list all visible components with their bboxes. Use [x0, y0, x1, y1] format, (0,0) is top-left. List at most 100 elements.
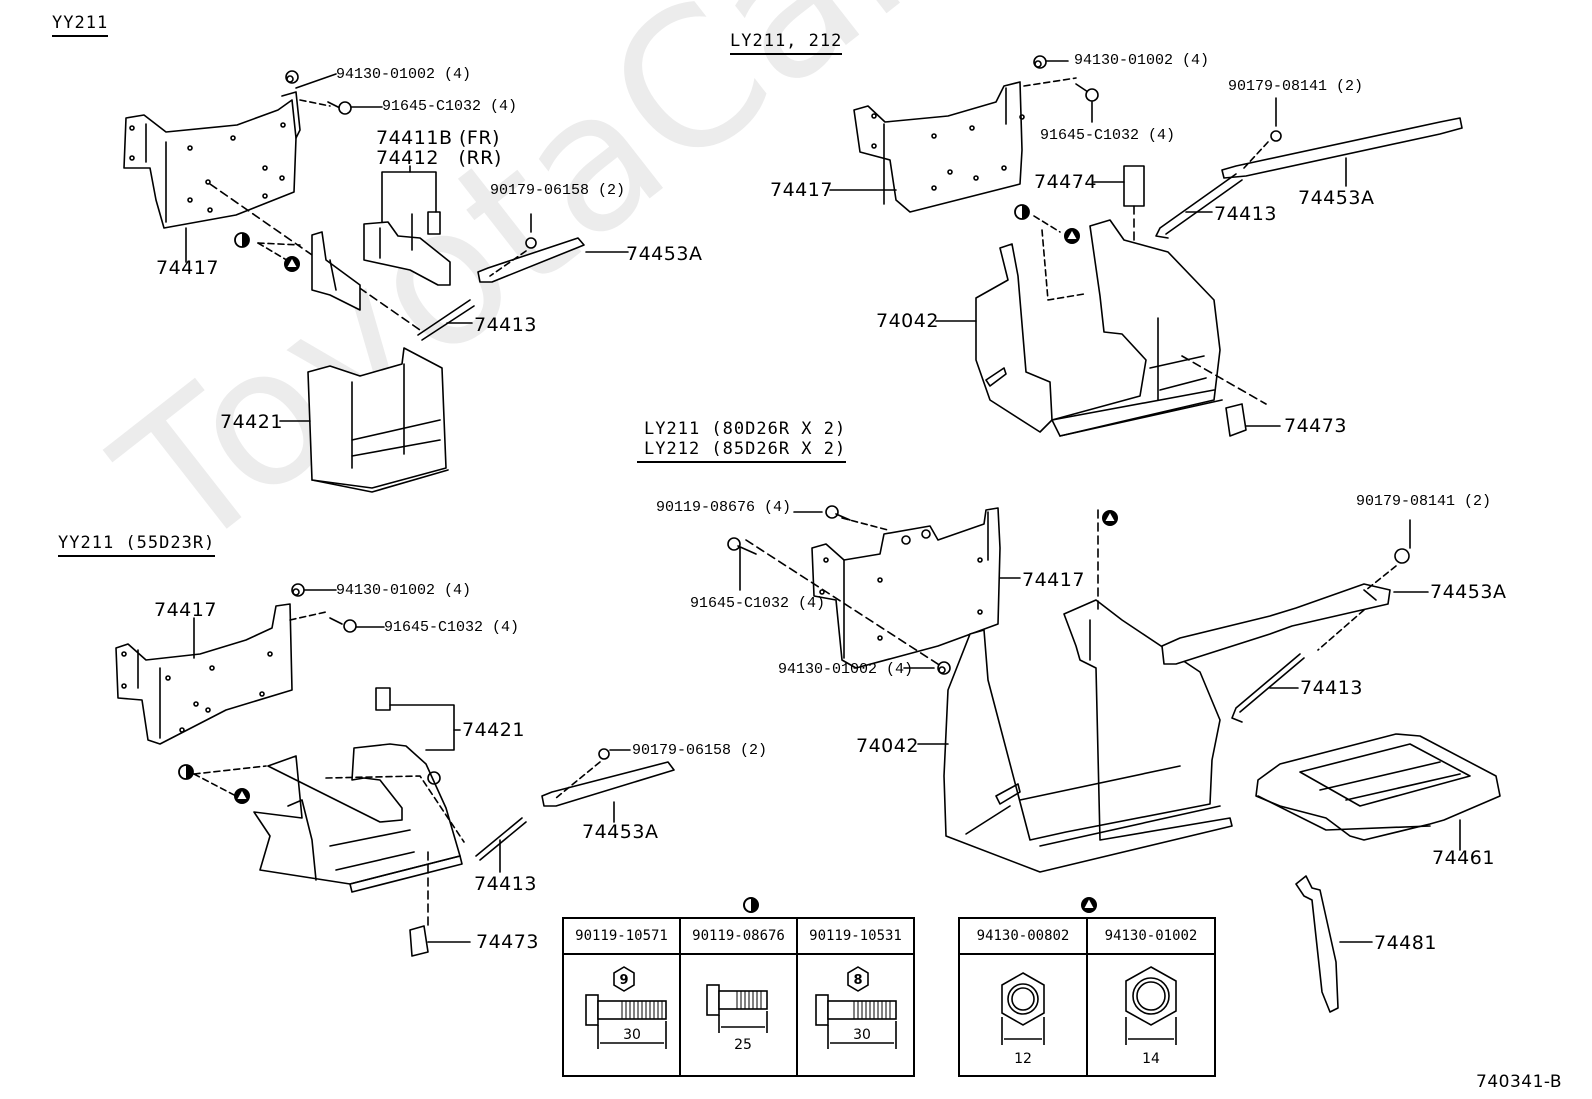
part-label[interactable]: 94130-01002 (4) — [336, 66, 472, 83]
part-label[interactable]: 74453A — [1430, 581, 1507, 603]
bolt-part-number: 90119-10571 — [562, 917, 681, 955]
part-label[interactable]: 74413 — [474, 873, 537, 895]
ly211-insulator-74474 — [1123, 165, 1145, 207]
dual-cover-74461 — [1255, 733, 1501, 841]
nut-icon — [937, 661, 951, 675]
bolt-drawing-cell: 25 — [679, 953, 798, 1077]
part-label[interactable]: 74453A — [582, 821, 659, 843]
part-label[interactable]: 94130-01002 (4) — [336, 582, 472, 599]
part-label[interactable]: 94130-01002 (4) — [778, 661, 914, 678]
part-label[interactable]: 74413 — [1300, 677, 1363, 699]
part-label[interactable]: 74417 — [156, 257, 219, 279]
yy211-55d23r-stopper-74473 — [409, 925, 429, 957]
dual-clip-74481 — [1295, 875, 1339, 1013]
part-label[interactable]: 74042 — [856, 735, 919, 757]
dashed-line — [257, 242, 301, 246]
bolt-length: 30 — [623, 1027, 641, 1043]
part-label[interactable]: 74412 (RR) — [376, 147, 502, 169]
leader-line — [295, 73, 337, 89]
part-label[interactable]: 74413 — [474, 314, 537, 336]
part-label[interactable]: 91645-C1032 (4) — [690, 595, 826, 612]
part-label[interactable]: 74421 — [220, 411, 283, 433]
part-label[interactable]: 90179-06158 (2) — [490, 182, 626, 199]
bolt-icon — [727, 537, 757, 555]
triangle-circle-symbol — [1064, 228, 1080, 244]
ly211-stopper-74473 — [1225, 403, 1247, 437]
yy211-55d23r-clamp-74453a — [541, 748, 675, 807]
part-label[interactable]: 91645-C1032 (4) — [384, 619, 520, 636]
ly211-tray-74042 — [975, 219, 1223, 437]
dashed-line — [1023, 77, 1077, 87]
bolt-icon — [329, 617, 357, 633]
part-label[interactable]: 94130-01002 (4) — [1074, 52, 1210, 69]
nut-drawing: 14 — [1125, 966, 1177, 1067]
dashed-line — [325, 775, 465, 843]
nut-icon — [291, 583, 305, 597]
dual-clamp-74453a — [1161, 583, 1391, 665]
part-label[interactable]: 90179-08141 (2) — [1356, 493, 1492, 510]
dual-tray-74042 — [943, 599, 1233, 873]
part-label[interactable]: 74453A — [626, 243, 703, 265]
bolt-grade: 9 — [619, 973, 628, 988]
nut-drawing-cell: 14 — [1086, 953, 1216, 1077]
part-label[interactable]: 74042 — [876, 310, 939, 332]
part-label[interactable]: 90179-06158 (2) — [632, 742, 768, 759]
dashed-line — [289, 611, 327, 621]
dashed-line — [1033, 215, 1061, 233]
section-title-ly211-212: LY211, 212 — [730, 32, 843, 55]
bolt-drawing-cell: 8 30 — [796, 953, 915, 1077]
part-label[interactable]: 74461 — [1432, 847, 1495, 869]
part-label[interactable]: 74417 — [770, 179, 833, 201]
bolt-part-number: 90119-10531 — [796, 917, 915, 955]
part-label[interactable]: 74473 — [1284, 415, 1347, 437]
bolt-length: 25 — [734, 1037, 752, 1053]
diagram-id: 740341-B — [1476, 1072, 1563, 1092]
ly211-clamp-74453a — [1221, 117, 1463, 179]
nut-spec-table: 94130-00802 94130-01002 12 14 — [958, 917, 1216, 1077]
part-label[interactable]: 74417 — [154, 599, 217, 621]
nut-icon — [1033, 55, 1047, 69]
dashed-line — [209, 183, 421, 331]
yy211-55d23r-rod-74413 — [475, 817, 527, 861]
bolt-icon — [327, 101, 352, 115]
part-label[interactable]: 74481 — [1374, 932, 1437, 954]
part-label[interactable]: 74421 — [462, 719, 525, 741]
half-filled-circle-symbol — [234, 232, 250, 248]
nut-icon — [285, 70, 299, 84]
nut-part-number: 94130-01002 — [1086, 917, 1216, 955]
leader-bracket — [381, 171, 437, 223]
nut-icon — [1394, 548, 1410, 564]
nut-drawing-cell: 12 — [958, 953, 1088, 1077]
dashed-line — [1317, 609, 1365, 651]
part-label[interactable]: 74474 — [1034, 171, 1097, 193]
nut-size: 12 — [1014, 1051, 1032, 1067]
yy211-55d23r-bracket-74417 — [115, 603, 293, 745]
part-label[interactable]: 74417 — [1022, 569, 1085, 591]
triangle-circle-symbol — [1102, 510, 1118, 526]
half-filled-circle-symbol — [1014, 204, 1030, 220]
part-label[interactable]: 74453A — [1298, 187, 1375, 209]
section-title-yy211: YY211 — [52, 14, 109, 37]
part-label[interactable]: 74411B (FR) — [376, 127, 500, 149]
bolt-icon — [825, 505, 851, 521]
bolt-spec-table: 90119-10571 90119-08676 90119-10531 9 30 — [562, 917, 915, 1077]
yy211-55d23r-tray-74421 — [253, 687, 463, 893]
bolt-drawing: 9 30 — [585, 966, 667, 1049]
part-label[interactable]: 90119-08676 (4) — [656, 499, 792, 516]
yy211-clamp-74453a — [477, 237, 585, 283]
dashed-line — [489, 250, 527, 277]
dual-bracket-74417 — [811, 507, 1001, 669]
part-label[interactable]: 74473 — [476, 931, 539, 953]
part-label[interactable]: 74413 — [1214, 203, 1277, 225]
dashed-line — [841, 517, 889, 531]
part-label[interactable]: 90179-08141 (2) — [1228, 78, 1364, 95]
yy211-bracket-74417 — [123, 91, 301, 229]
nut-part-number: 94130-00802 — [958, 917, 1088, 955]
part-label[interactable]: 91645-C1032 (4) — [382, 98, 518, 115]
bolt-icon — [1075, 83, 1099, 102]
part-label[interactable]: 91645-C1032 (4) — [1040, 127, 1176, 144]
bolt-part-number: 90119-08676 — [679, 917, 798, 955]
half-filled-circle-symbol — [178, 764, 194, 780]
dashed-line — [299, 99, 331, 107]
